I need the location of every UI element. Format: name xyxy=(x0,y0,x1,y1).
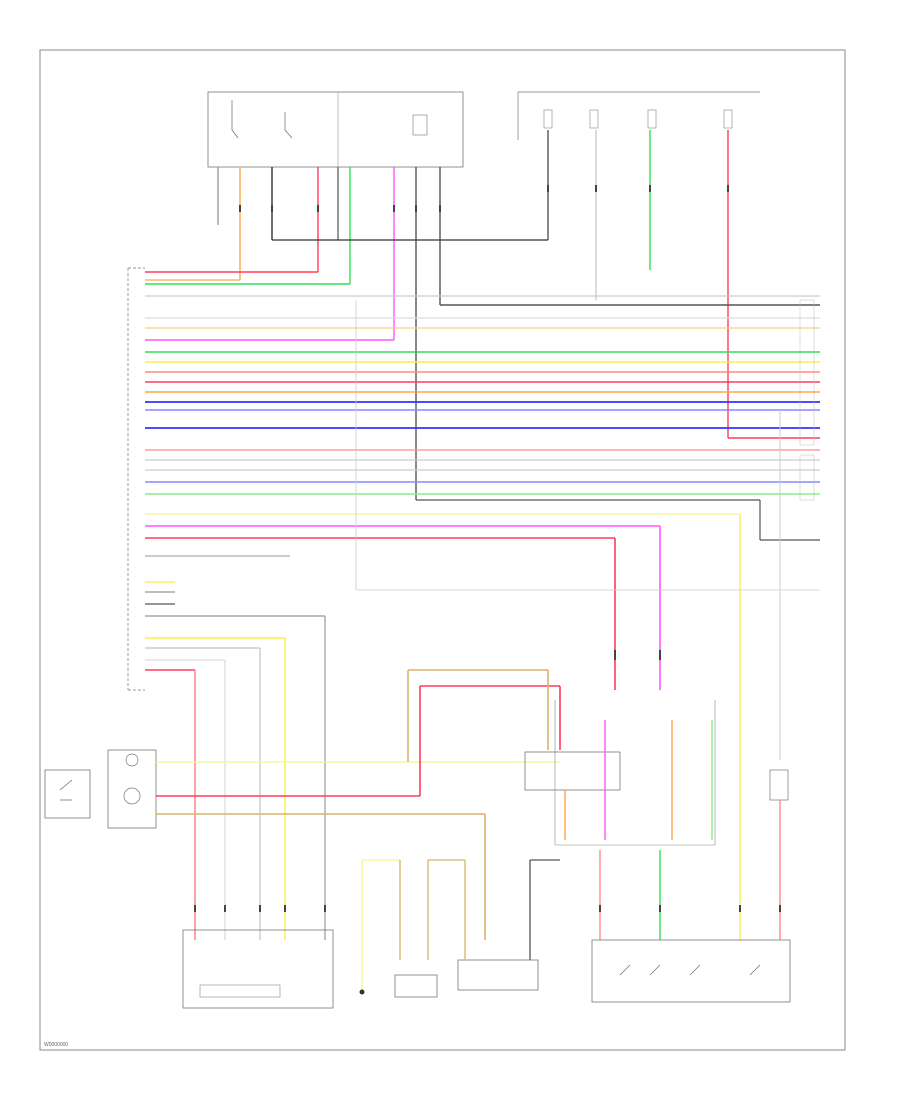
junction-block-top xyxy=(207,91,760,168)
bottom-component-sensor xyxy=(394,859,465,998)
relay-box-middle xyxy=(524,700,716,940)
bottom-component-right xyxy=(591,939,791,1003)
right-small-switch xyxy=(769,769,789,940)
top-vertical-wires xyxy=(217,130,820,500)
fuse-row xyxy=(543,109,733,129)
ecu-boundary xyxy=(127,267,145,691)
bottom-component-middle xyxy=(457,859,560,991)
switch-assembly xyxy=(44,669,561,940)
figure-code: W0000000 xyxy=(44,1042,68,1048)
bottom-component-left xyxy=(182,929,334,1009)
right-connector-stubs xyxy=(799,299,815,501)
lower-left-wires xyxy=(145,581,326,940)
connector-marks xyxy=(194,185,781,912)
diagram-frame xyxy=(39,49,846,1051)
bottom-component-ground xyxy=(359,859,401,995)
main-harness xyxy=(145,271,820,940)
